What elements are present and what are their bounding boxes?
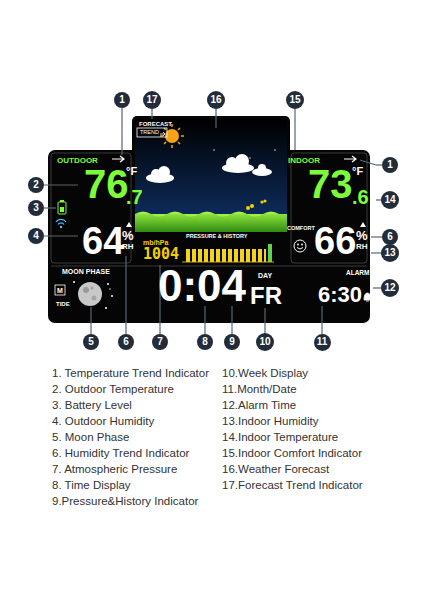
display-reading: % — [356, 229, 368, 242]
display-reading: FORECAST — [139, 121, 172, 127]
callout-text: 2 — [33, 180, 39, 190]
lcd-display: FORECASTTRENDOUTDOOR76°F.764%RHPRESSURE … — [48, 116, 370, 323]
display-reading: PRESSURE & HISTORY — [186, 234, 247, 240]
callout-text: 1 — [387, 160, 393, 170]
status-icons — [55, 156, 371, 309]
display-reading: 1004 — [143, 247, 179, 262]
display-reading: 64 — [82, 222, 124, 260]
legend-item: 4. Outdoor Humidity — [52, 416, 154, 428]
callout-number: 6 — [118, 334, 134, 350]
callout-number: 10 — [256, 333, 274, 351]
callout-number: 12 — [381, 279, 399, 297]
display-reading: mb/hPa — [143, 239, 168, 246]
legend-item: 13.Indoor Humidity — [222, 416, 319, 428]
legend-item: 11.Month/Date — [222, 384, 297, 396]
legend-item: 12.Alarm Time — [222, 400, 296, 412]
legend-item: 9.Pressure&History Indicator — [52, 496, 198, 508]
callout-text: 14 — [384, 195, 395, 205]
callout-number: 11 — [314, 334, 331, 351]
display-reading: FR — [250, 284, 282, 308]
callout-number: 7 — [152, 334, 168, 350]
callout-number: 17 — [143, 91, 161, 109]
legend-item: 16.Weather Forecast — [222, 464, 329, 476]
callout-number: 13 — [381, 244, 399, 262]
display-reading: TIDE — [56, 301, 70, 307]
display-reading: % — [122, 229, 134, 242]
leader-lines — [44, 108, 382, 334]
lcd-panel — [48, 116, 370, 323]
display-reading: °F — [352, 166, 363, 177]
callout-number: 8 — [197, 334, 213, 350]
display-reading: RH — [122, 243, 134, 251]
legend-item: 14.Indoor Temperature — [222, 432, 338, 444]
legend-item: 10.Week Display — [222, 368, 308, 380]
callout-text: 4 — [33, 231, 39, 241]
legend-item: 3. Battery Level — [52, 400, 132, 412]
display-reading: .7 — [126, 187, 143, 207]
callout-text: 11 — [317, 337, 328, 347]
callout-number: 5 — [83, 334, 99, 350]
legend-item: 5. Moon Phase — [52, 432, 129, 444]
display-reading: 0:04 — [158, 264, 246, 308]
display-reading: M — [57, 287, 63, 294]
callout-text: 3 — [33, 203, 39, 213]
display-reading: COMFORT — [287, 226, 315, 232]
callout-number: 15 — [286, 91, 304, 109]
callout-text: 1 — [119, 95, 125, 105]
legend-item: 2. Outdoor Temperature — [52, 384, 174, 396]
callout-text: 15 — [289, 95, 300, 105]
callout-text: 6 — [387, 232, 393, 242]
display-reading: MOON PHASE — [62, 268, 110, 275]
callout-text: 17 — [146, 95, 157, 105]
callout-text: 5 — [88, 337, 94, 347]
callout-text: 12 — [384, 283, 395, 293]
legend-item: 15.Indoor Comfort Indicator — [222, 448, 362, 460]
callout-text: 10 — [259, 337, 270, 347]
callout-number: 2 — [28, 177, 44, 193]
display-reading: TREND — [140, 130, 159, 136]
callout-text: 13 — [384, 248, 395, 258]
callout-text: 8 — [202, 337, 208, 347]
legend-item: 1. Temperature Trend Indicator — [52, 368, 209, 380]
callout-number: 6 — [382, 229, 398, 245]
callout-number: 4 — [28, 228, 44, 244]
display-reading: DAY — [258, 272, 272, 279]
legend-item: 8. Time Display — [52, 480, 131, 492]
callout-text: 7 — [157, 337, 163, 347]
callout-text: 6 — [123, 337, 129, 347]
callout-text: 9 — [229, 337, 235, 347]
display-reading: °F — [126, 166, 137, 177]
pressure-history-bars — [182, 244, 274, 262]
callout-number: 1 — [382, 157, 398, 173]
callout-number: 14 — [381, 191, 399, 209]
forecast-scene — [135, 119, 287, 232]
callout-number: 9 — [224, 334, 240, 350]
callout-number: 3 — [28, 200, 44, 216]
display-reading: 73 — [308, 164, 353, 204]
legend-item: 7. Atmospheric Pressure — [52, 464, 177, 476]
callout-number: 1 — [114, 92, 130, 108]
display-reading: 6:30 — [318, 284, 362, 306]
display-reading: .6 — [352, 187, 369, 207]
legend-item: 6. Humidity Trend Indicator — [52, 448, 189, 460]
display-reading: 76 — [84, 164, 129, 204]
callout-text: 16 — [210, 95, 221, 105]
display-reading: RH — [356, 243, 368, 251]
display-reading: ALARM — [346, 270, 369, 277]
display-reading: 66 — [314, 222, 356, 260]
callout-number: 16 — [207, 91, 225, 109]
legend-item: 17.Forecast Trend Indicator — [222, 480, 363, 492]
